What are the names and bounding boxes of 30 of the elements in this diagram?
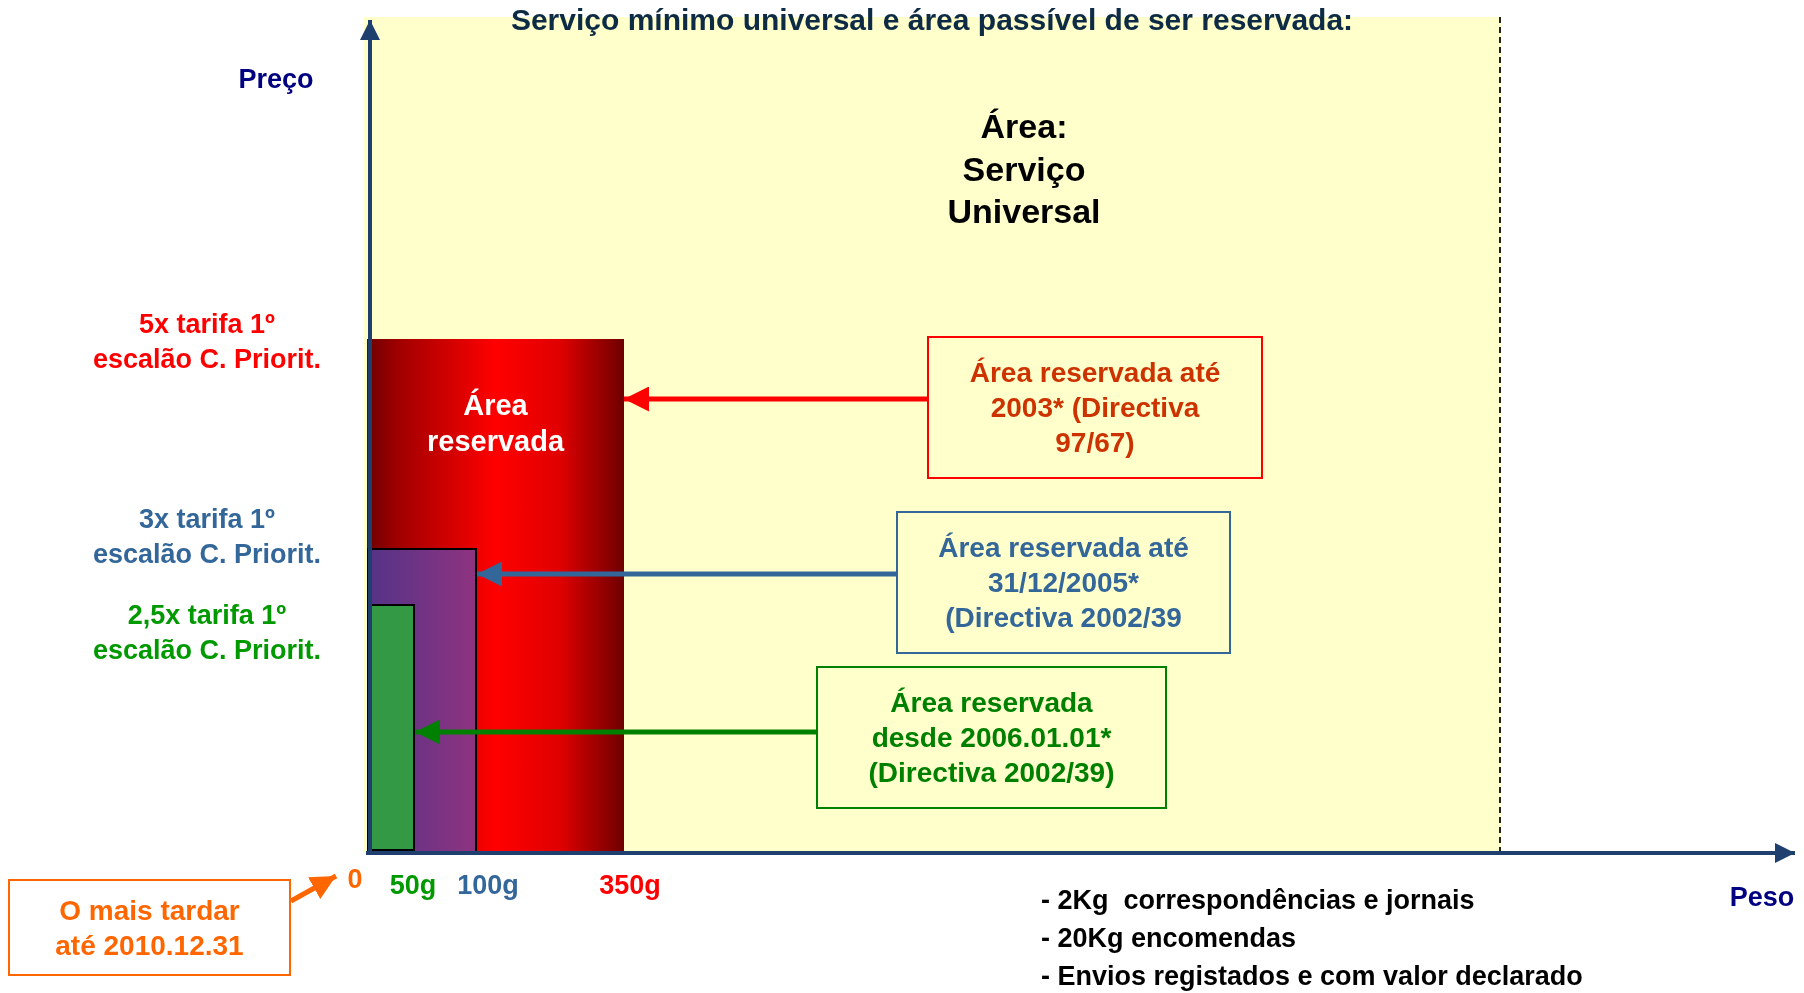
area-title: Área: Serviço Universal bbox=[946, 106, 1102, 232]
note-text: O mais tardar até 2010.12.31 bbox=[54, 893, 245, 963]
tick-label: 3x tarifa 1º escalão C. Priorit. bbox=[91, 503, 323, 572]
tick-label: 50g bbox=[388, 869, 438, 902]
note-box bbox=[896, 511, 1231, 654]
tick-label: 5x tarifa 1º escalão C. Priorit. bbox=[91, 308, 323, 377]
reserved-area-block bbox=[367, 339, 624, 853]
arrow bbox=[624, 386, 927, 412]
reserved-area-block bbox=[367, 548, 477, 853]
tick-label: 350g bbox=[598, 869, 662, 902]
reserved-area-block bbox=[369, 604, 415, 851]
chart-title: Serviço mínimo universal e área passível de ser reservada: bbox=[509, 2, 1355, 38]
note-text: Área reservada até 2003* (Directiva 97/67) bbox=[968, 356, 1222, 460]
note-box bbox=[8, 879, 291, 976]
axis-label: Preço bbox=[237, 63, 315, 96]
note-text: Área reservada até 31/12/2005* (Directiva 2002/39 bbox=[937, 531, 1190, 635]
note-text: Área reservada desde 2006.01.01* (Directiva 2002/39) bbox=[867, 686, 1116, 790]
tick-label: 0 bbox=[340, 862, 370, 898]
arrow bbox=[477, 561, 896, 587]
arrow bbox=[289, 873, 338, 904]
arrow bbox=[415, 719, 816, 745]
block-label: Área reservada bbox=[425, 387, 566, 460]
note-box bbox=[816, 666, 1167, 809]
note-text: - 20Kg encomendas bbox=[1041, 922, 1297, 955]
note-box bbox=[927, 336, 1263, 479]
note-text: - Envios registados e com valor declarado bbox=[1041, 960, 1583, 993]
note-text: - 2Kg correspondências e jornais bbox=[1041, 884, 1475, 917]
axis-label: Peso bbox=[1728, 881, 1796, 914]
tick-label: 2,5x tarifa 1º escalão C. Priorit. bbox=[91, 599, 323, 668]
tick-label: 100g bbox=[456, 869, 520, 902]
